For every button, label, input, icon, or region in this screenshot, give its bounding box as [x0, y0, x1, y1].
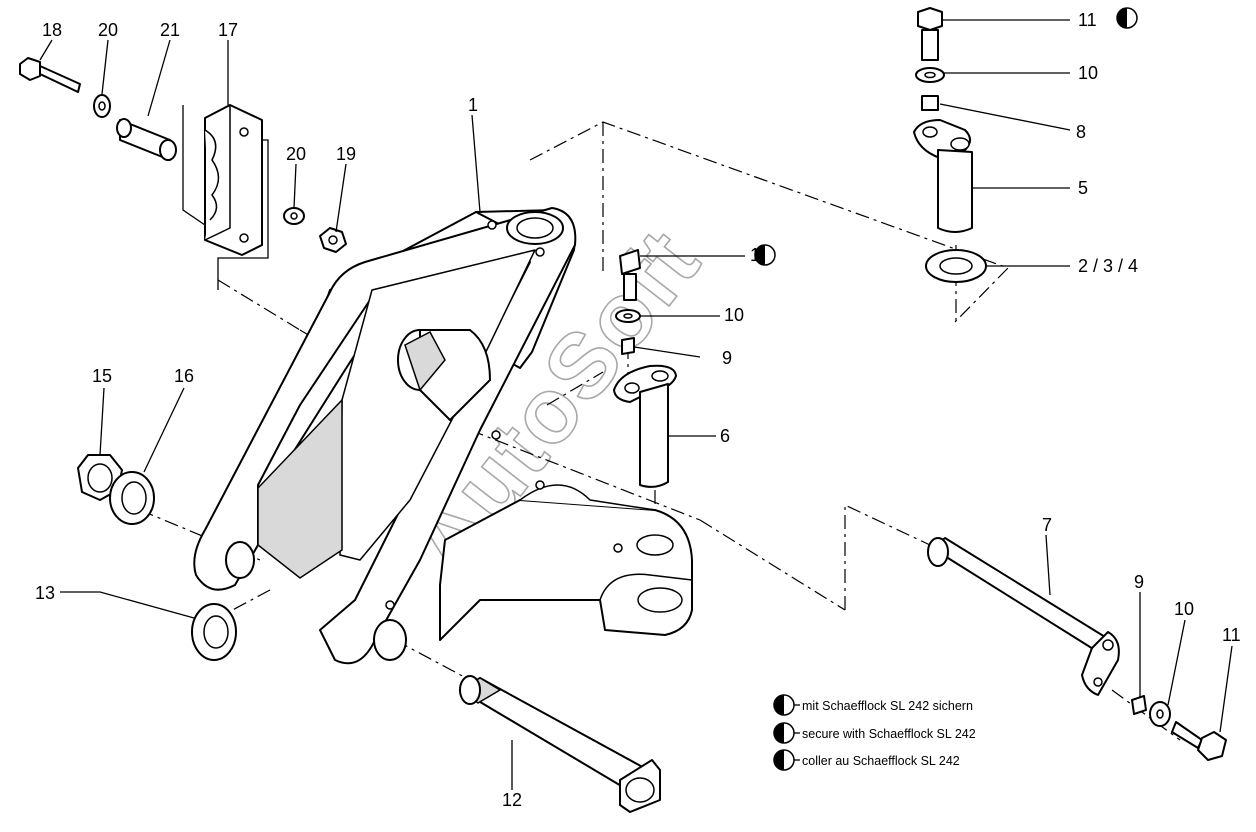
callout-12: 12	[502, 790, 522, 810]
callout-15: 15	[92, 366, 112, 386]
callout-9-center: 9	[722, 348, 732, 368]
callout-8: 8	[1076, 122, 1086, 142]
callout-17: 17	[218, 20, 238, 40]
callout-11-right: 11	[1222, 625, 1241, 645]
callout-13: 13	[35, 583, 55, 603]
callout-9-right: 9	[1134, 572, 1144, 592]
callout-leaders	[39, 19, 1233, 790]
legend-item-french: coller au Schaefflock SL 242	[802, 754, 960, 768]
callout-6: 6	[720, 426, 730, 446]
callout-5: 5	[1078, 178, 1088, 198]
half-filled-circle-icon	[773, 694, 795, 716]
bracket-assembly-17	[19, 57, 347, 290]
callout-10-right: 10	[1174, 599, 1194, 619]
callout-1: 1	[468, 95, 478, 115]
legend: mit Schaefflock SL 242 sichern secure wi…	[773, 694, 976, 771]
callout-20-top: 20	[98, 20, 118, 40]
half-filled-circle-icon	[1116, 7, 1138, 29]
callout-10-center: 10	[724, 305, 744, 325]
callout-18: 18	[42, 20, 62, 40]
pin-part-5-assembly	[913, 7, 987, 283]
pin-part-7	[927, 537, 1227, 761]
pin-part-6-assembly	[613, 249, 677, 488]
half-filled-circle-icon	[773, 722, 795, 744]
callout-11-top: 11	[1078, 10, 1097, 30]
callout-16: 16	[174, 366, 194, 386]
lock-nut-and-washers	[77, 454, 237, 661]
legend-item-german: mit Schaefflock SL 242 sichern	[802, 699, 973, 713]
half-filled-circle-icon	[754, 244, 776, 266]
callout-numbers: 18 20 21 17 20 19 1 15 16 13 12 11 10 8 …	[35, 10, 1241, 810]
pin-part-12	[458, 675, 661, 813]
main-frame-part-1	[193, 207, 693, 665]
callout-21: 21	[160, 20, 180, 40]
callout-10-top: 10	[1078, 63, 1098, 83]
callout-19: 19	[336, 144, 356, 164]
callout-20-mid: 20	[286, 144, 306, 164]
callout-2-3-4: 2 / 3 / 4	[1078, 256, 1138, 276]
half-filled-circle-icon	[773, 749, 795, 771]
callout-7: 7	[1042, 515, 1052, 535]
legend-item-english: secure with Schaefflock SL 242	[802, 727, 976, 741]
